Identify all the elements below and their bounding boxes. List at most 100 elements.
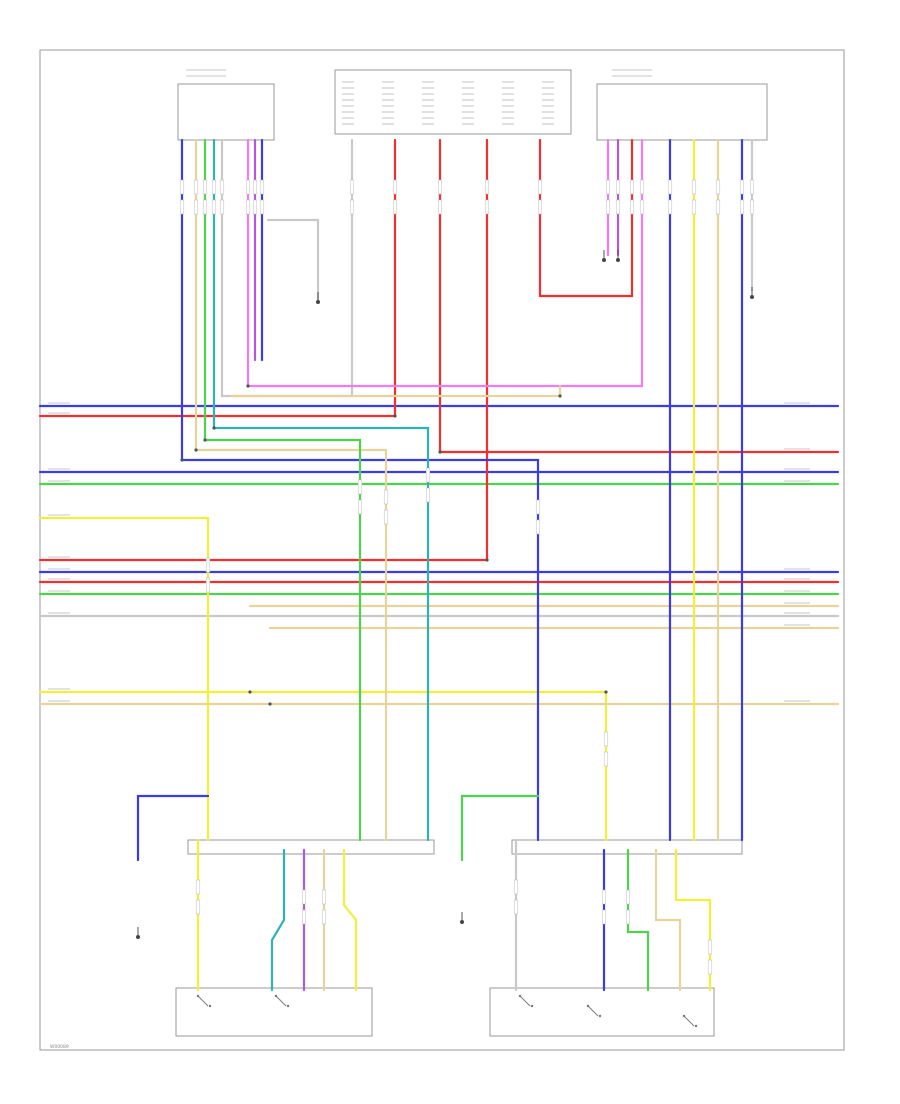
wire-label-marker bbox=[437, 179, 443, 195]
wire-left-teal-drop bbox=[212, 138, 430, 842]
ground-symbols bbox=[136, 250, 754, 1028]
splice-dot bbox=[212, 426, 216, 430]
wire-label-marker bbox=[219, 179, 225, 195]
wire-label-marker bbox=[605, 199, 611, 215]
wire-label-marker bbox=[245, 179, 251, 195]
wire-label-marker bbox=[615, 199, 621, 215]
wire-label-marker bbox=[202, 199, 208, 215]
wire-label-marker bbox=[601, 889, 607, 905]
wire-label-marker bbox=[383, 489, 389, 505]
right-ground-2-ground-icon bbox=[750, 287, 754, 299]
wire-left-mod-yellow-b bbox=[342, 848, 358, 992]
left-switch-contact-1 bbox=[196, 994, 212, 1008]
wire-label-marker bbox=[259, 179, 265, 195]
wire-label-marker bbox=[535, 499, 541, 515]
left-seat-module bbox=[187, 839, 435, 855]
wire-label-marker bbox=[715, 179, 721, 195]
splice-dot bbox=[558, 394, 562, 398]
wire-label-marker bbox=[202, 179, 208, 195]
wire-label-marker bbox=[629, 179, 635, 195]
figure-id: W00089 bbox=[50, 1044, 69, 1050]
wire-label-marker bbox=[193, 179, 199, 195]
outer-frame bbox=[39, 49, 845, 1051]
wire-label-marker bbox=[349, 179, 355, 195]
wire-label-marker bbox=[195, 879, 201, 895]
wire-label-marker bbox=[484, 179, 490, 195]
fuse-box bbox=[334, 69, 572, 135]
wire-label-marker bbox=[301, 909, 307, 925]
wire-label-marker bbox=[245, 199, 251, 215]
splice-dot bbox=[485, 558, 489, 562]
wire-label-marker bbox=[205, 577, 211, 593]
wire-label-marker bbox=[625, 909, 631, 925]
wire-label-marker bbox=[357, 479, 363, 495]
splice-dot bbox=[180, 458, 184, 462]
wire-label-marker bbox=[537, 179, 543, 195]
wire-label-marker bbox=[739, 179, 745, 195]
wires bbox=[38, 138, 840, 992]
right-ground-1-ground-icon bbox=[460, 912, 464, 924]
right-connector-header bbox=[596, 83, 768, 141]
left-switch-contact-2 bbox=[274, 994, 290, 1008]
splice-dot bbox=[203, 438, 207, 442]
wire-labels bbox=[48, 179, 810, 975]
wire-left-pink-drop bbox=[246, 138, 644, 388]
center-ground-1-ground-icon bbox=[602, 250, 606, 262]
wire-label-marker bbox=[392, 179, 398, 195]
wire-label-marker bbox=[179, 199, 185, 215]
wire-left-green-drop bbox=[203, 138, 362, 842]
wire-label-marker bbox=[211, 199, 217, 215]
wire-label-marker bbox=[739, 199, 745, 215]
wire-label-marker bbox=[691, 179, 697, 195]
right-switch-contact-3 bbox=[682, 1014, 698, 1028]
wire-label-marker bbox=[425, 487, 431, 503]
splice-dot bbox=[248, 690, 252, 694]
wire-label-marker bbox=[513, 879, 519, 895]
wire-label-marker bbox=[615, 179, 621, 195]
wire-left-yellow-drop bbox=[38, 516, 210, 842]
component-boxes bbox=[39, 49, 845, 1051]
wire-label-marker bbox=[252, 179, 258, 195]
wire-label-marker bbox=[639, 179, 645, 195]
wire-right-mod-tan bbox=[654, 848, 682, 992]
wire-label-marker bbox=[707, 939, 713, 955]
wire-label-marker bbox=[425, 467, 431, 483]
wire-label-marker bbox=[321, 889, 327, 905]
splice-dot bbox=[438, 450, 442, 454]
connector-ticks bbox=[186, 69, 652, 125]
left-seat-switch bbox=[175, 987, 373, 1037]
wire-label-marker bbox=[749, 179, 755, 195]
wire-label-marker bbox=[537, 199, 543, 215]
wire-label-marker bbox=[179, 179, 185, 195]
wire-label-marker bbox=[205, 557, 211, 573]
right-switch-contact-2 bbox=[586, 1004, 602, 1018]
left-connector-header bbox=[177, 83, 275, 141]
splice-dot bbox=[604, 690, 608, 694]
wire-label-marker bbox=[259, 199, 265, 215]
wire-label-marker bbox=[535, 519, 541, 535]
left-ground-2-ground-icon bbox=[316, 292, 320, 304]
wire-label-marker bbox=[513, 899, 519, 915]
splice-dot bbox=[194, 448, 198, 452]
wire-label-marker bbox=[211, 179, 217, 195]
wire-center-red-loop bbox=[538, 138, 634, 298]
wire-right-switch-green bbox=[460, 794, 540, 862]
wire-label-marker bbox=[392, 199, 398, 215]
wire-label-marker bbox=[603, 751, 609, 767]
wire-label-marker bbox=[691, 199, 697, 215]
splice-dot bbox=[268, 702, 272, 706]
wire-label-marker bbox=[667, 199, 673, 215]
wire-left-mod-teal bbox=[270, 848, 286, 992]
wire-label-marker bbox=[357, 499, 363, 515]
wire-label-marker bbox=[629, 199, 635, 215]
wire-label-marker bbox=[484, 199, 490, 215]
wire-label-marker bbox=[219, 199, 225, 215]
right-switch-contact-1 bbox=[518, 994, 534, 1008]
right-seat-switch bbox=[489, 987, 715, 1037]
wire-label-marker bbox=[603, 731, 609, 747]
wire-label-marker bbox=[707, 959, 713, 975]
wire-left-switch-blue bbox=[136, 794, 210, 862]
wire-label-marker bbox=[437, 199, 443, 215]
